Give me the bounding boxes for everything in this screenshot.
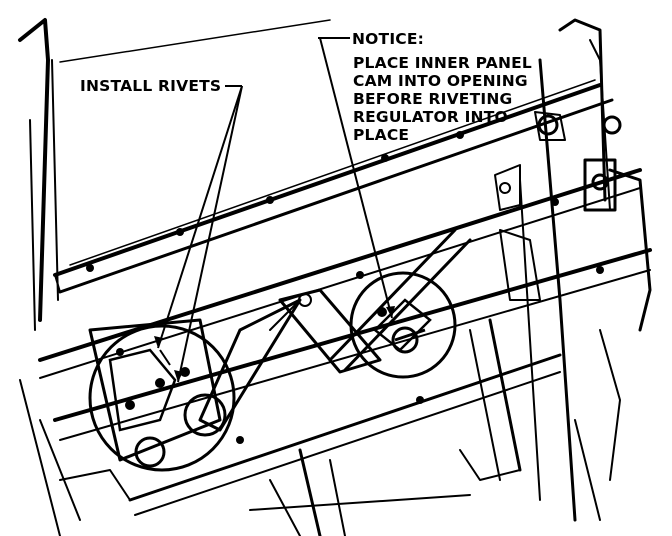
cam-detail-circle-center [349,271,457,379]
install-rivets-label: INSTALL RIVETS [80,77,221,95]
rivet-detail-circle-left [88,324,236,472]
callout-arrowheads [154,306,395,382]
notice-line: CAM INTO OPENING [353,72,528,90]
notice-heading: NOTICE: [352,30,424,48]
notice-line: REGULATOR INTO [353,108,508,126]
notice-line: PLACE [353,126,409,144]
notice-line: PLACE INNER PANEL [353,54,532,72]
leader-notice [319,37,393,319]
leader-install-rivets-2 [177,85,243,383]
callout-leaders [157,37,393,383]
notice-callout: NOTICE: PLACE INNER PANEL CAM INTO OPENI… [352,30,532,144]
notice-line: BEFORE RIVETING [353,90,512,108]
leader-install-rivets-1 [157,85,243,349]
door-frame-drawing [18,18,652,536]
